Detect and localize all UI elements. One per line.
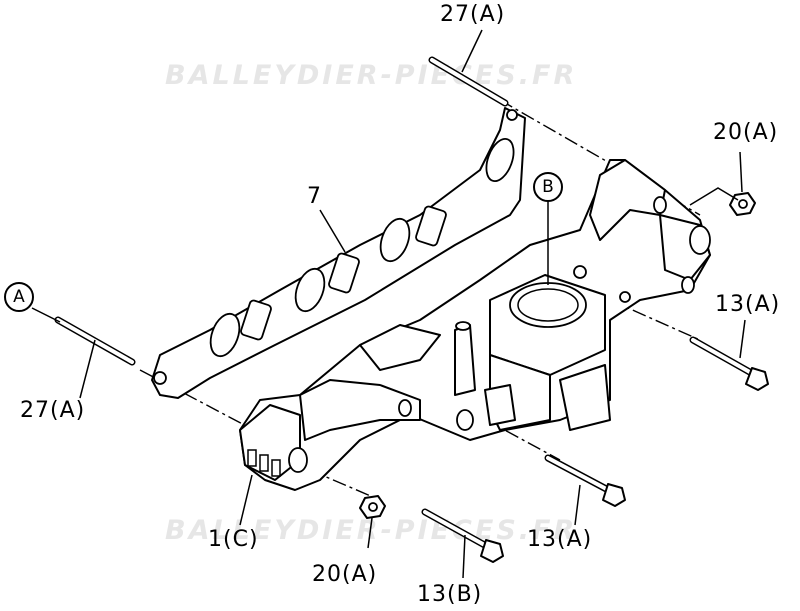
intake-manifold <box>239 159 711 491</box>
callout-bolt-27a-left: 27(A) <box>20 398 86 423</box>
nut-20a-bottom <box>359 495 386 519</box>
leader-lines <box>31 29 746 579</box>
callout-bolt-27a-top: 27(A) <box>440 2 506 27</box>
gasket <box>151 107 526 399</box>
callout-bolt-13b-bottom: 13(B) <box>417 582 483 607</box>
ref-circle-b: B <box>533 172 563 202</box>
callout-nut-20a-top: 20(A) <box>713 120 779 145</box>
callout-gasket: 7 <box>307 184 322 209</box>
nut-20a-top <box>729 192 756 216</box>
bolt-27a-top <box>428 56 509 107</box>
bolt-13a-right-top <box>689 336 769 391</box>
callout-nut-20a-bottom: 20(A) <box>312 562 378 587</box>
bolt-13b-bottom <box>421 508 504 563</box>
callout-bolt-13a-right-bottom: 13(A) <box>527 527 593 552</box>
callout-manifold: 1(C) <box>208 527 259 552</box>
ref-circle-a: A <box>4 282 34 312</box>
watermark-top: BALLEYDIER-PIECES.FR <box>165 60 578 91</box>
bolt-13a-right-bottom <box>544 454 626 507</box>
callout-bolt-13a-right-top: 13(A) <box>715 292 781 317</box>
